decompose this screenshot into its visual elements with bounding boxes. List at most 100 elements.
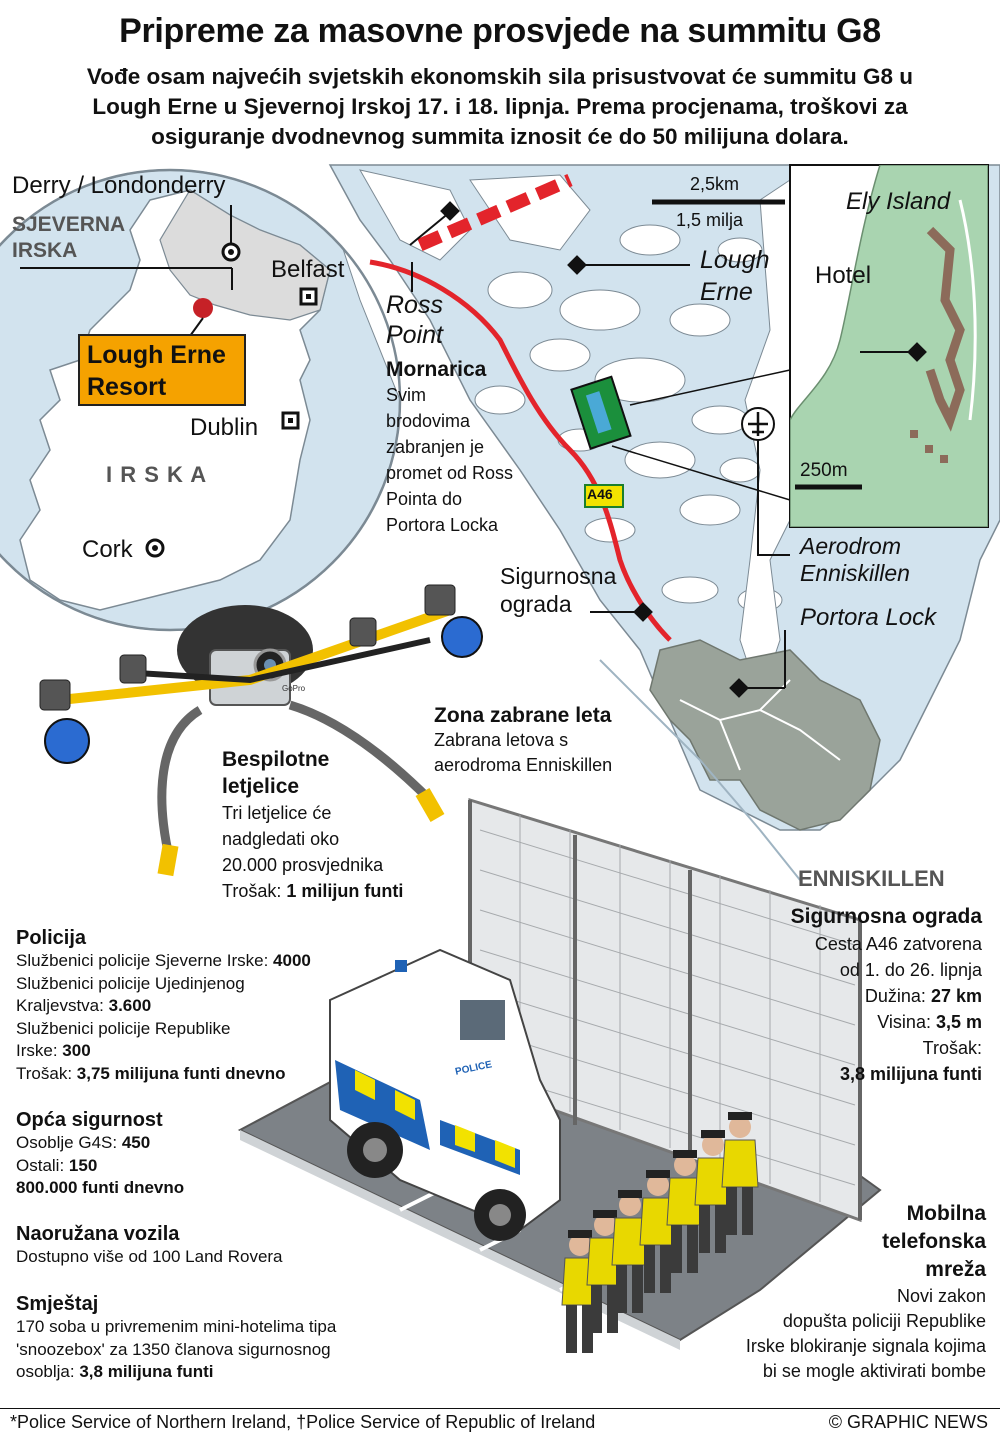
region-line-2: IRSKA [12,239,78,262]
city-label-dublin: Dublin [190,414,259,441]
hotel-inset-map [789,164,989,528]
g4s-label: Osoblje G4S: [16,1133,118,1152]
police-officer [611,1190,649,1313]
lough-line-2: Erne [700,278,753,306]
footer-divider [0,1408,1000,1409]
page-title: Pripreme za masovne prosvjede na summitu… [119,12,881,50]
police-officer [721,1112,759,1235]
region-label-northern-ireland: SJEVERNA IRSKA [12,212,125,264]
road-label-a46: A46 [587,486,613,502]
camera-brand-text: GoPro [282,684,306,693]
others-value: 150 [68,1155,98,1175]
portora-lock-label: Portora Lock [800,604,937,631]
police-officers [561,1112,759,1353]
enniskillen-town-area [649,639,881,831]
ely-island-label: Ely Island [846,188,951,215]
navy-line-6: Portora Locka [386,515,499,535]
police-officer [639,1170,677,1293]
hotel-scale-label: 250m [800,460,848,481]
drones-block: Bespilotne letjelice Tri letjelice će na… [222,746,403,904]
lodging-line-1: 170 soba u privremenim mini-hotelima tip… [16,1317,337,1336]
resort-label-box: Lough Erne Resort [78,334,246,406]
lough-line-1: Lough [700,246,770,274]
fence-map-label: Sigurnosna ograda [500,562,616,618]
footer-notes: *Police Service of Northern Ireland, †Po… [10,1412,596,1432]
fence-label-line-2: ograda [500,591,572,617]
no-fly-line-1: Zabrana letova s [434,730,569,750]
hotel-label: Hotel [815,262,872,289]
others-label: Ostali: [16,1155,65,1175]
subtitle-line-1: Vođe osam najvećih svjetskih ekonomskih … [86,64,914,89]
drones-line-1: Tri letjelice će [222,803,332,823]
general-security-block: Opća sigurnost Osoblje G4S: 450 Ostali: … [16,1108,316,1200]
navy-block: Mornarica Svim brodovima zabranjen je pr… [386,358,513,538]
g4s-line: Osoblje G4S: 450 [16,1132,316,1155]
police-line-2: Službenici policije Ujedinjenog [16,973,245,993]
police-l5-label: Irske: [16,1041,58,1060]
armored-vehicles-block: Naoružana vozila Dostupno više od 100 La… [16,1222,336,1269]
airport-label: Aerodrom Enniskillen [800,533,910,587]
mobile-title-line-2: telefonska [882,1230,986,1253]
navy-line-2: brodovima [386,411,471,431]
fence-length-label: Dužina: [864,986,926,1006]
ross-line-2: Point [386,321,443,349]
city-label-derry: Derry / Londonderry [12,172,226,199]
police-l6-value: 3,75 milijuna funti dnevno [76,1063,286,1083]
police-line-6: Trošak: 3,75 milijuna funti dnevno [16,1063,346,1086]
police-line-4: Službenici policije Republike [16,1018,231,1038]
police-l3-value: 3.600 [108,996,152,1015]
armored-line: Dostupno više od 100 Land Rovera [16,1247,283,1266]
mobile-network-block: Mobilna telefonska mreža Novi zakon dopu… [656,1200,986,1384]
subtitle: Vođe osam najvećih svjetskih ekonomskih … [40,62,960,152]
police-line-3: Kraljevstva: 3.600 [16,995,346,1018]
drones-cost-label: Trošak: [222,881,282,901]
town-label-enniskillen: ENNISKILLEN [798,866,945,891]
police-officer [694,1130,732,1253]
police-officer [666,1150,704,1273]
region-line-1: SJEVERNA [12,213,126,236]
fence-label-line-1: Sigurnosna [500,563,617,589]
police-block: Policija Službenici policije Sjeverne Ir… [16,926,346,1085]
airport-line-1: Aerodrom [800,533,901,559]
police-l5-value: 300 [62,1041,91,1060]
no-fly-title: Zona zabrane leta [434,704,612,727]
drones-line-3: 20.000 prosvjednika [222,855,384,875]
subtitle-line-3: osiguranje dvodnevnog summita iznosit će… [151,124,849,149]
security-fence-block: Sigurnosna ograda Cesta A46 zatvorena od… [662,903,982,1087]
footer-credit: © GRAPHIC NEWS [828,1412,988,1432]
lodging-l3-value: 3,8 milijuna funti [79,1362,214,1381]
mobile-line-4: bi se mogle aktivirati bombe [762,1361,986,1381]
police-l3-label: Kraljevstva: [16,996,104,1015]
lodging-title: Smještaj [16,1293,99,1315]
drones-title-line-2: letjelice [222,775,300,798]
mobile-title-line-1: Mobilna [906,1202,986,1225]
mobile-line-2: dopušta policiji Republike [782,1311,986,1331]
drones-title-line-1: Bespilotne [222,748,330,771]
police-l1-label: Službenici policije Sjeverne Irske: [16,951,269,970]
lodging-line-2: 'snoozebox' za 1350 članova sigurnosnog [16,1339,331,1359]
scale-label-km: 2,5km [690,174,740,194]
no-fly-block: Zona zabrane leta Zabrana letova s aerod… [434,704,612,778]
g4s-value: 450 [121,1133,151,1152]
city-label-cork: Cork [82,536,133,563]
no-fly-line-2: aerodroma Enniskillen [434,755,613,775]
general-security-cost: 800.000 funti dnevno [16,1178,185,1197]
police-l6-label: Trošak: [16,1063,73,1083]
drone-illustration [39,584,483,877]
fence-height: Visina: 3,5 m [662,1009,982,1035]
police-line-5: Irske: 300 [16,1040,346,1063]
airport-line-2: Enniskillen [800,560,910,586]
resort-line-1: Lough Erne [87,341,226,369]
fence-cost-label: Trošak: [922,1038,982,1058]
mobile-title-line-3: mreža [925,1258,986,1281]
navy-title: Mornarica [386,358,487,381]
armored-title: Naoružana vozila [16,1223,180,1245]
subtitle-line-2: Lough Erne u Sjevernoj Irskoj 17. i 18. … [92,94,908,119]
drones-cost: Trošak: 1 milijun funti [222,878,403,904]
drones-line-2: nadgledati oko [222,829,340,849]
city-label-belfast: Belfast [271,256,345,283]
police-line-1: Službenici policije Sjeverne Irske: 4000 [16,950,346,973]
fence-block-line-1: Cesta A46 zatvorena [814,934,982,954]
mobile-line-1: Novi zakon [896,1286,986,1306]
navigation-barrier [417,174,573,251]
